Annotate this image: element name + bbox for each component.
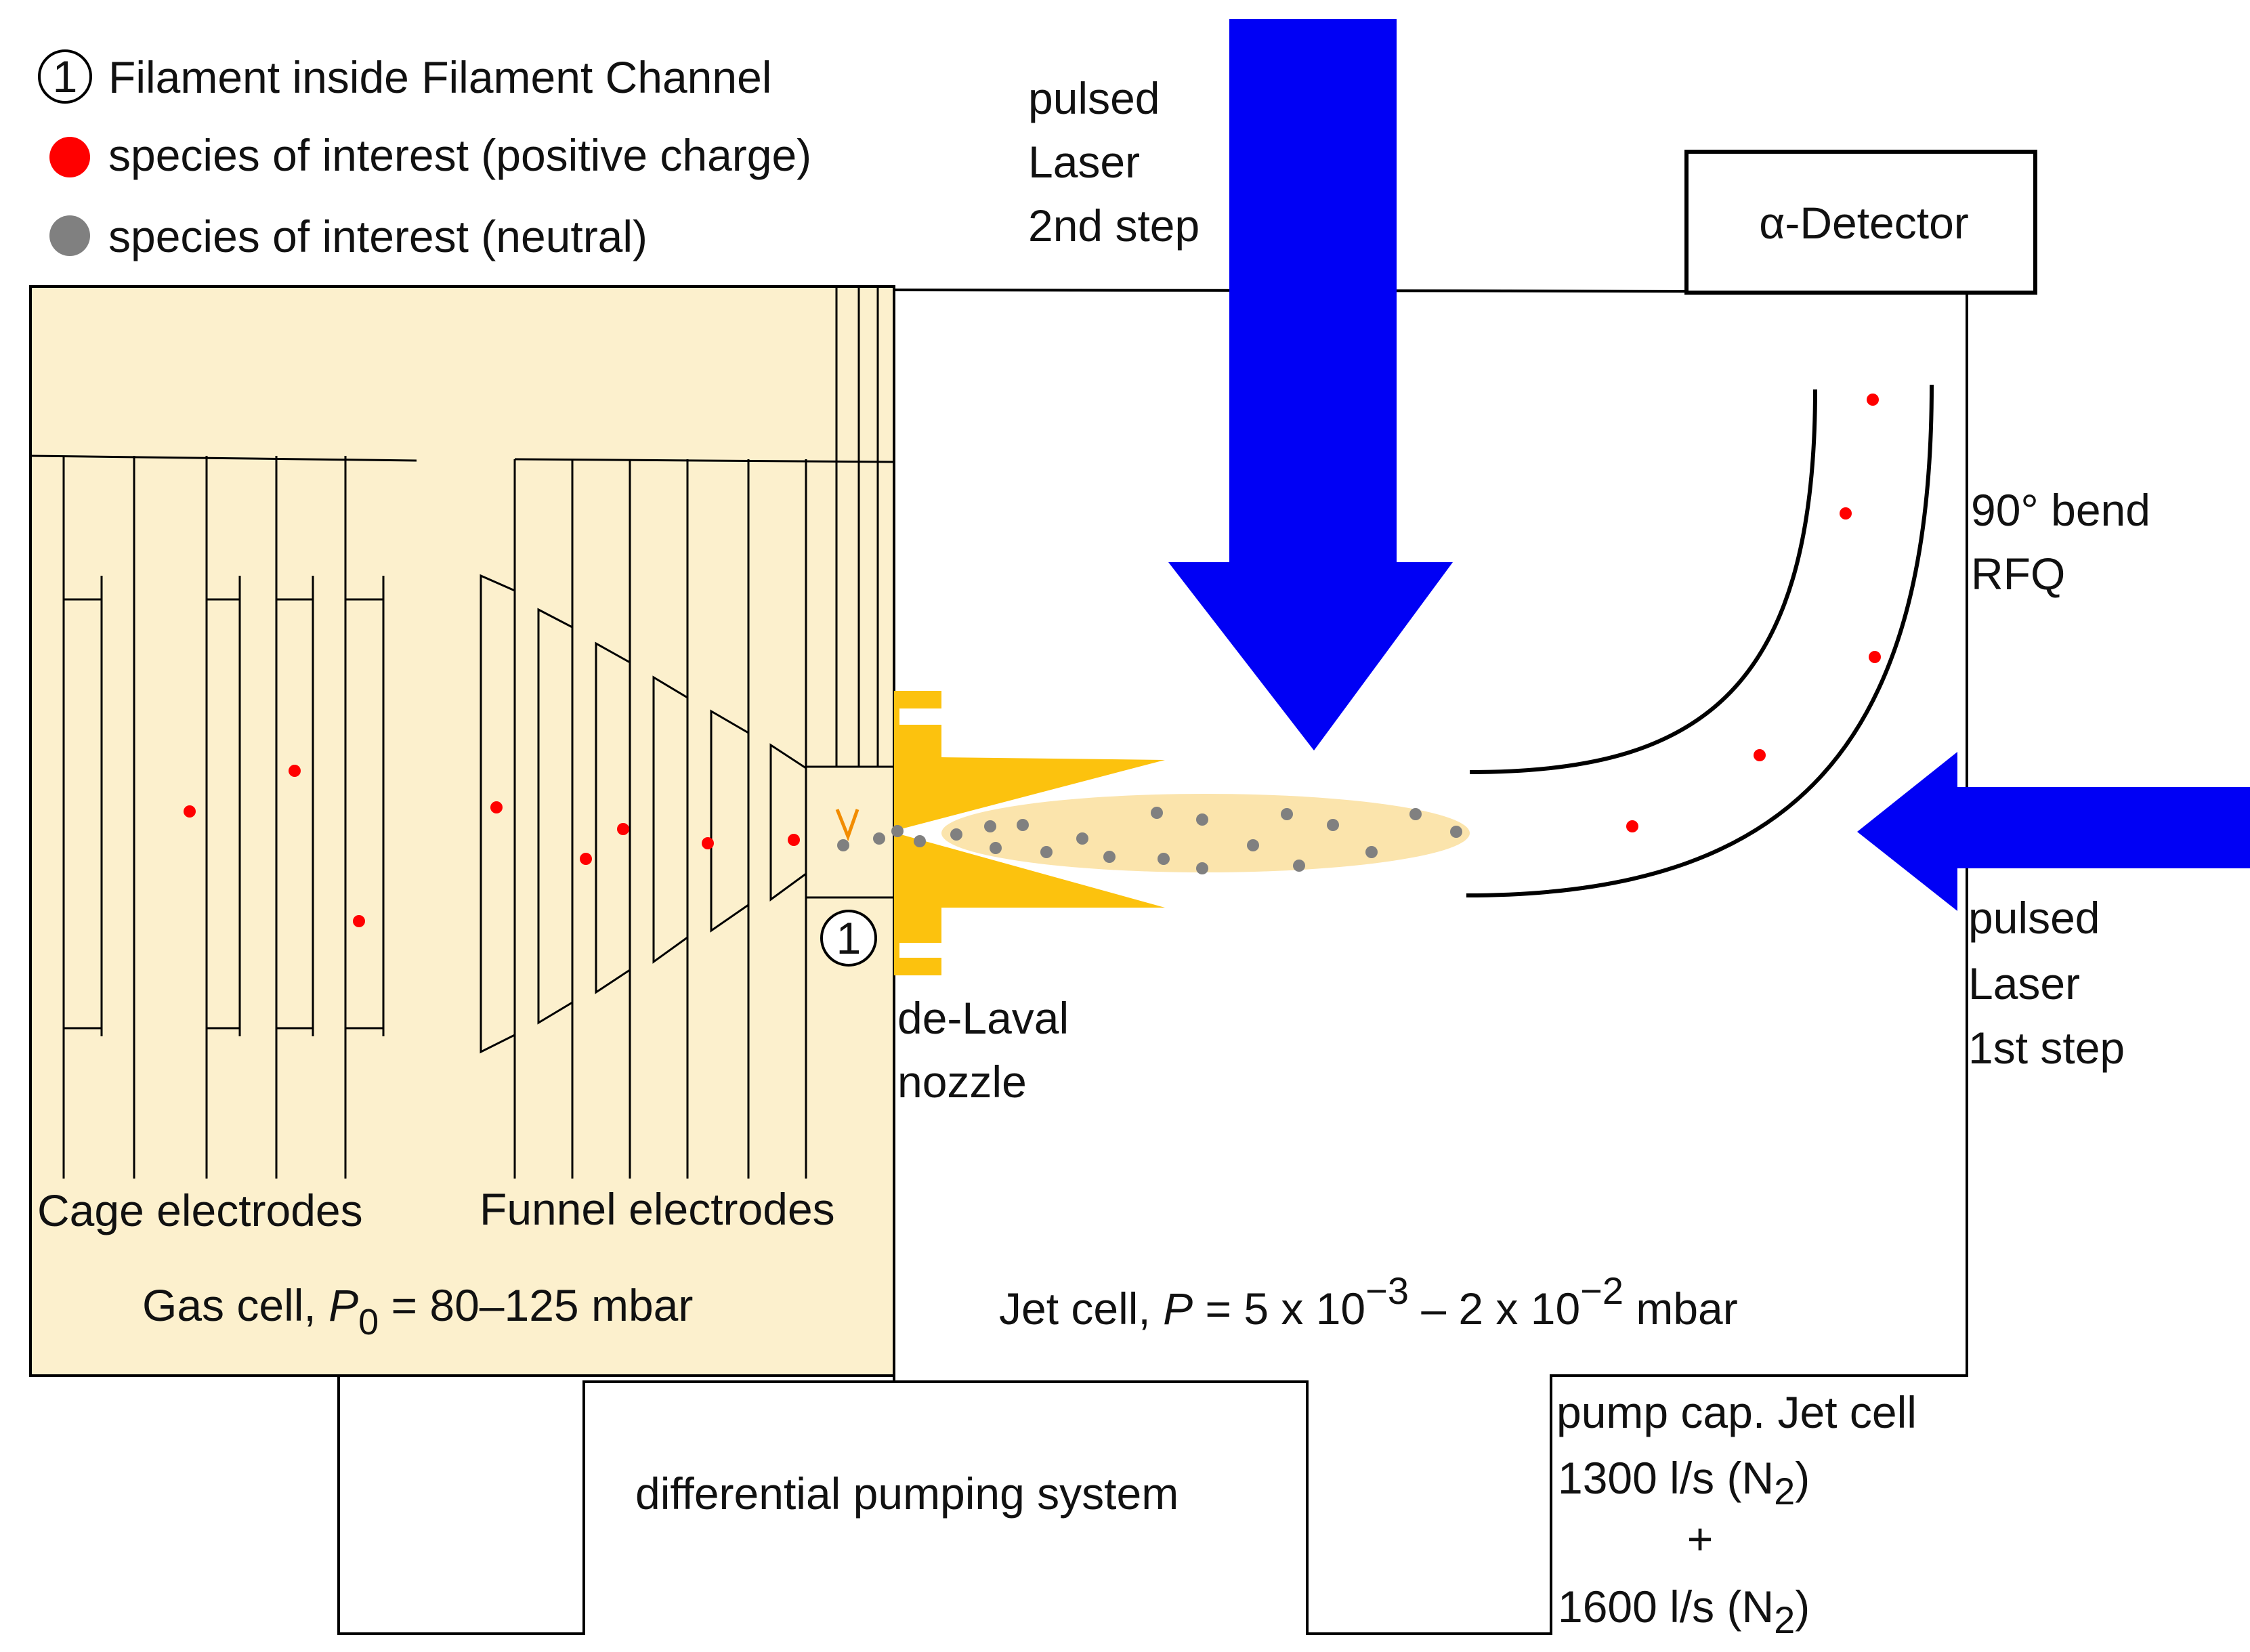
cage-electrodes-label: Cage electrodes (37, 1185, 363, 1235)
neutral-species-dot (1017, 819, 1029, 831)
filament-marker-icon (38, 49, 92, 104)
neutral-species-dot (1196, 813, 1208, 826)
neutral-species-dot (1281, 808, 1293, 820)
charged-species-dot (580, 853, 592, 865)
neutral-species-dot (891, 825, 904, 837)
pump-line3-sub: 2 (1774, 1598, 1795, 1641)
neutral-species-dot (1365, 846, 1378, 858)
charged-species-dot (490, 801, 503, 813)
gas-cell-label: Gas cell, P0 = 80–125 mbar (142, 1280, 693, 1342)
charged-species-dot (1754, 749, 1766, 761)
rfq-label-line1: 90° bend (1971, 485, 2150, 535)
neutral-species-dot (1293, 860, 1305, 872)
alpha-detector-label: α-Detector (1759, 198, 1969, 248)
charged-species-dot (353, 915, 365, 927)
legend-filament-marker: 1 (53, 51, 78, 102)
charged-species-dot (1840, 507, 1852, 520)
neutral-species-dot (1103, 851, 1116, 863)
funnel-electrodes-label: Funnel electrodes (480, 1184, 835, 1234)
funnel-electrodes (480, 458, 893, 1179)
gas-cell-suffix: = 80–125 mbar (379, 1280, 693, 1330)
charged-species-dot (184, 805, 196, 818)
charged-species-dot (702, 837, 714, 849)
laser-2nd-step-arrow (1168, 19, 1453, 750)
legend-filament-text: Filament inside Filament Channel (108, 52, 771, 102)
neutral-species-dot (837, 839, 849, 851)
laser-1st-step-label-line3: 1st step (1968, 1023, 2125, 1073)
filament-icon (835, 809, 859, 842)
charged-species (184, 394, 1881, 927)
jet-cell-exp1: −3 (1365, 1269, 1409, 1312)
jet-cell-prefix: Jet cell, (999, 1284, 1163, 1334)
charged-species-dot (1869, 651, 1881, 663)
legend-charged-text: species of interest (positive charge) (108, 130, 811, 180)
neutral-species-dot (914, 835, 926, 847)
charged-species-dot (617, 823, 629, 835)
jet-cell-p: P (1163, 1284, 1193, 1334)
laser-2nd-step-label-line2: Laser (1028, 137, 1140, 187)
neutral-species-dot (1196, 862, 1208, 874)
laser-2nd-step-label-line1: pulsed (1028, 73, 1160, 123)
jet-cell-mid1: = 5 x 10 (1193, 1284, 1365, 1334)
differential-pumping-label: differential pumping system (635, 1468, 1179, 1519)
jet-cell-label: Jet cell, P = 5 x 10−3 – 2 x 10−2 mbar (999, 1269, 1738, 1334)
legend: 1 Filament inside Filament Channel speci… (38, 49, 811, 261)
neutral-species-dot (1409, 808, 1422, 820)
charged-species-dot (1626, 820, 1638, 832)
neutral-species-dot (1247, 839, 1259, 851)
neutral-species-dot (1327, 819, 1339, 831)
neutral-species-dot (873, 832, 885, 845)
charged-species-icon (49, 137, 90, 177)
nozzle-label-line1: de-Laval (897, 993, 1069, 1043)
pump-line2-a: 1300 l/s (N (1558, 1453, 1774, 1503)
filament-marker-circle (820, 910, 877, 967)
pump-capacity-line1: pump cap. Jet cell (1556, 1387, 1917, 1437)
gas-cell-region (29, 285, 895, 1377)
neutral-species-dot (950, 828, 962, 841)
neutral-species-dot (990, 842, 1002, 854)
laser-2nd-step-label-line3: 2nd step (1028, 200, 1200, 251)
pump-line3-a: 1600 l/s (N (1558, 1582, 1774, 1632)
charged-species-dot (1867, 394, 1879, 406)
laser-1st-step-label-line1: pulsed (1968, 893, 2100, 943)
neutral-species-dot (1151, 807, 1163, 819)
pump-line2-sub: 2 (1774, 1470, 1795, 1512)
laser-1st-step-arrow (1857, 752, 2250, 911)
neutral-species-icon (49, 215, 90, 256)
jet-cell-suffix: mbar (1623, 1284, 1738, 1334)
jet-cell-exp2: −2 (1580, 1269, 1623, 1312)
pump-capacity-line3: 1600 l/s (N2) (1558, 1582, 1810, 1641)
pump-capacity-line2: 1300 l/s (N2) (1558, 1453, 1810, 1512)
pump-line3-b: ) (1795, 1582, 1810, 1632)
jet-cell-mid2: – 2 x 10 (1409, 1284, 1580, 1334)
pump-line2-b: ) (1795, 1453, 1810, 1503)
neutral-species-dot (1076, 832, 1088, 845)
alpha-detector-box (1684, 150, 2037, 295)
legend-neutral-text: species of interest (neutral) (108, 211, 648, 261)
rfq-label-line2: RFQ (1971, 549, 2065, 599)
jet-plume (941, 794, 1470, 872)
cage-electrodes (29, 454, 417, 1179)
charged-species-dot (289, 765, 301, 777)
filament-channel (806, 287, 893, 899)
neutral-species-dot (984, 820, 996, 832)
neutral-species-dot (1450, 826, 1462, 838)
neutral-species-dot (1040, 846, 1053, 858)
pump-capacity-plus: + (1687, 1514, 1714, 1564)
charged-species-dot (788, 834, 800, 846)
de-laval-nozzle (894, 691, 1165, 975)
gas-cell-p: P (328, 1280, 358, 1330)
neutral-species-dot (1158, 853, 1170, 865)
laser-1st-step-label-line2: Laser (1968, 958, 2080, 1009)
gas-cell-prefix: Gas cell, (142, 1280, 328, 1330)
filament-marker-label: 1 (836, 913, 862, 963)
rfq-bend (1466, 384, 1934, 897)
gas-cell-sub: 0 (358, 1302, 379, 1342)
neutral-species (837, 807, 1462, 874)
nozzle-label-line2: nozzle (897, 1057, 1027, 1107)
